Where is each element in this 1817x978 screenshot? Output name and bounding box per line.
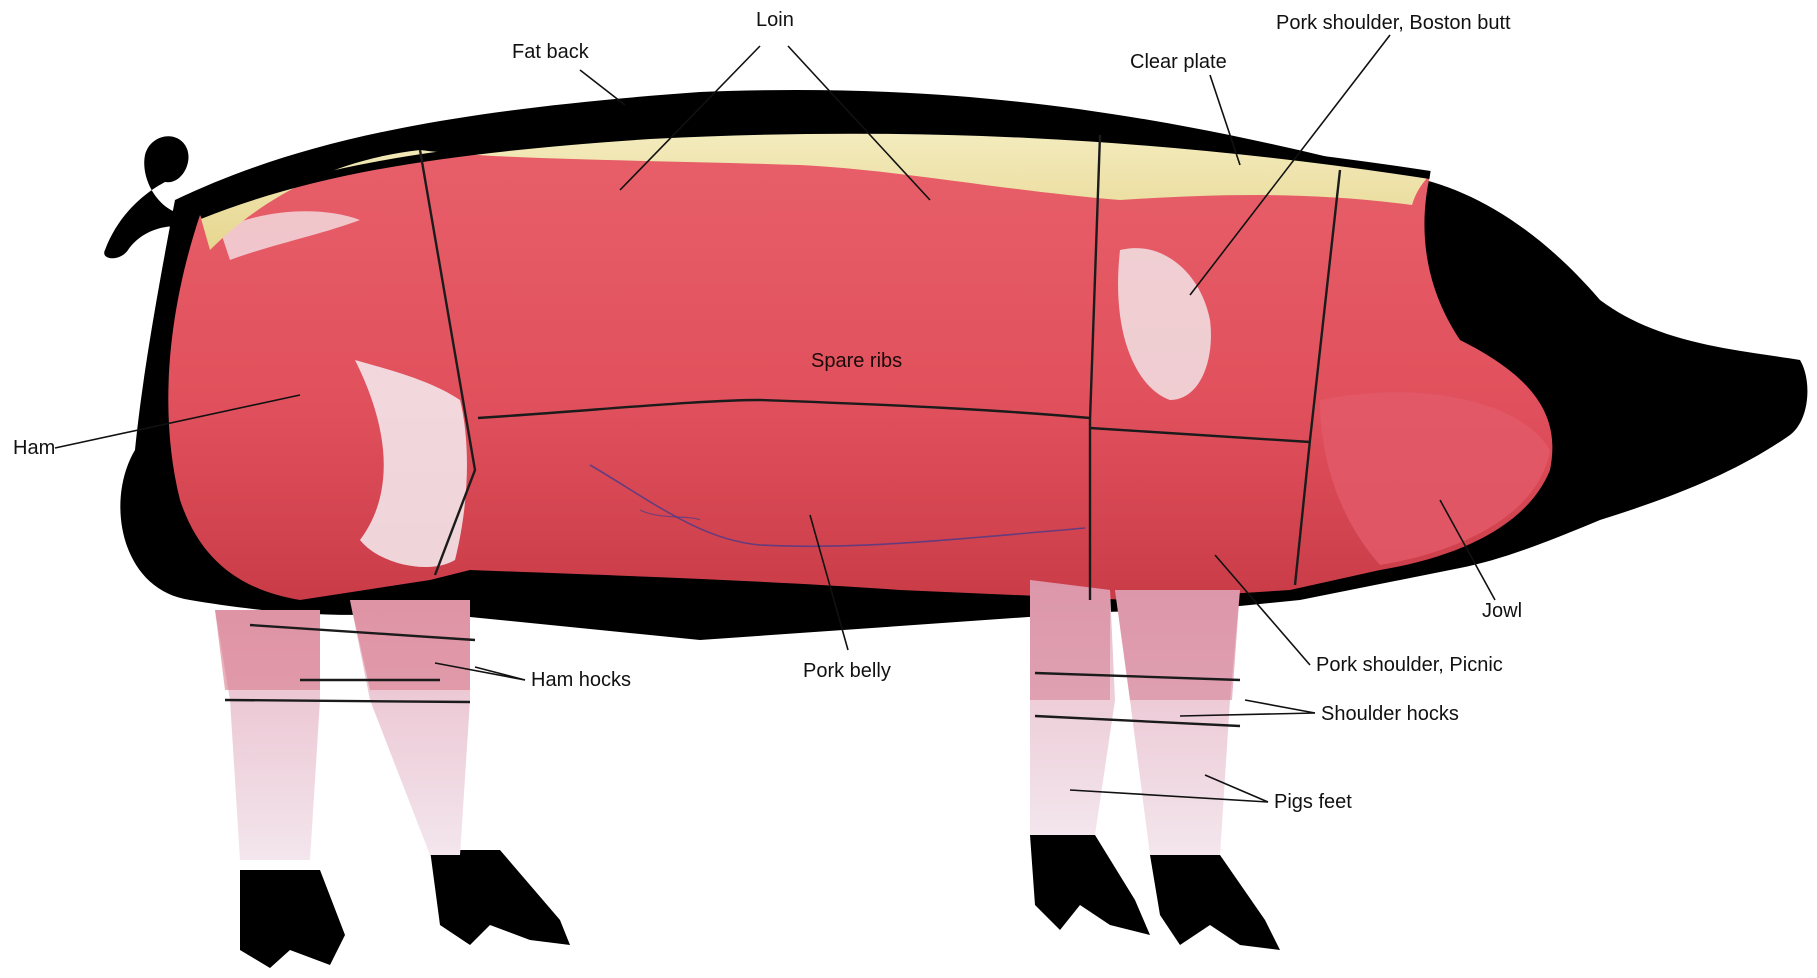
label-boston-butt: Pork shoulder, Boston butt <box>1276 13 1511 33</box>
label-shoulder-hocks: Shoulder hocks <box>1321 704 1459 724</box>
leader-fat-back <box>580 70 625 105</box>
label-loin: Loin <box>756 10 794 30</box>
label-picnic: Pork shoulder, Picnic <box>1316 655 1503 675</box>
label-jowl: Jowl <box>1482 601 1522 621</box>
label-clear-plate: Clear plate <box>1130 52 1227 72</box>
label-pork-belly: Pork belly <box>803 661 891 681</box>
label-ham: Ham <box>13 438 55 458</box>
label-ham-hocks: Ham hocks <box>531 670 631 690</box>
label-spare-ribs: Spare ribs <box>811 351 902 371</box>
leader-shoulder-hocks-1 <box>1245 700 1315 713</box>
label-pigs-feet: Pigs feet <box>1274 792 1352 812</box>
label-fat-back: Fat back <box>512 42 589 62</box>
